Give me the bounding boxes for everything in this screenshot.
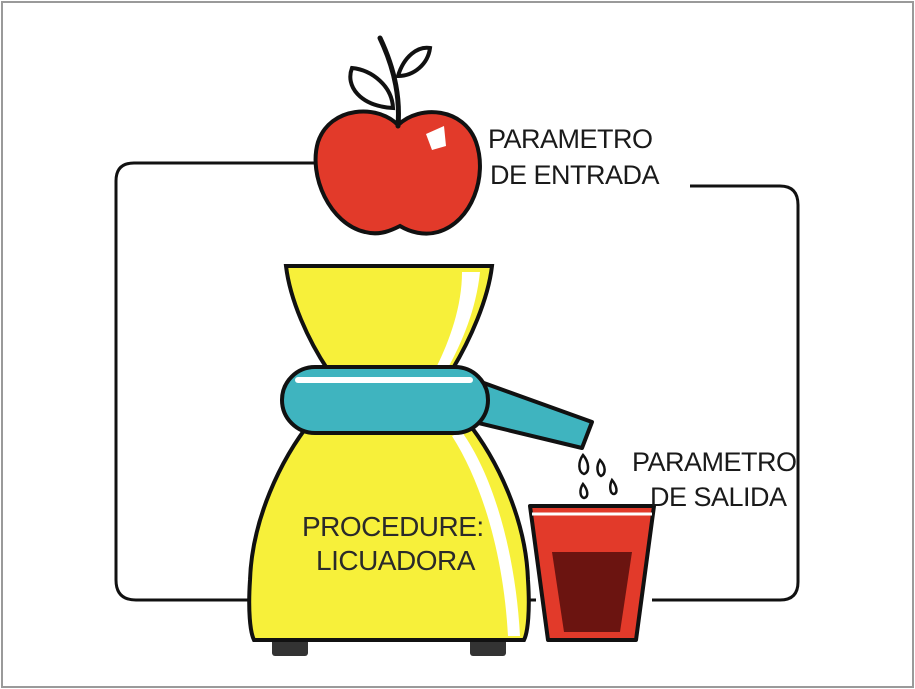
apple-highlight [426,126,446,150]
juice-drop [578,452,590,476]
glass-juice [552,552,632,632]
apple-leaf-right [395,45,433,79]
apple-stem [377,35,401,129]
apple-icon [313,35,482,236]
juice-drops-icon [578,452,618,500]
output-param-label-line2: DE SALIDA [650,482,787,512]
procedure-label-line1: PROCEDURE: [302,511,484,542]
input-param-label-line1: PARAMETRO [488,124,653,154]
procedure-label-line2: LICUADORA [316,545,475,576]
blender-icon [247,264,594,656]
juice-drop [579,481,589,500]
glass-icon [528,504,656,642]
apple-leaf-left [348,65,396,111]
input-param-label-line2: DE ENTRADA [490,160,660,190]
apple-body [313,109,482,236]
blender-ring [280,365,490,435]
juice-drop [609,477,618,496]
blender-bowl-shine [436,272,480,368]
blender-base [247,418,531,642]
output-param-label-line1: PARAMETRO [632,447,797,477]
blender-base-shine [452,432,520,636]
juice-drop [596,458,606,478]
